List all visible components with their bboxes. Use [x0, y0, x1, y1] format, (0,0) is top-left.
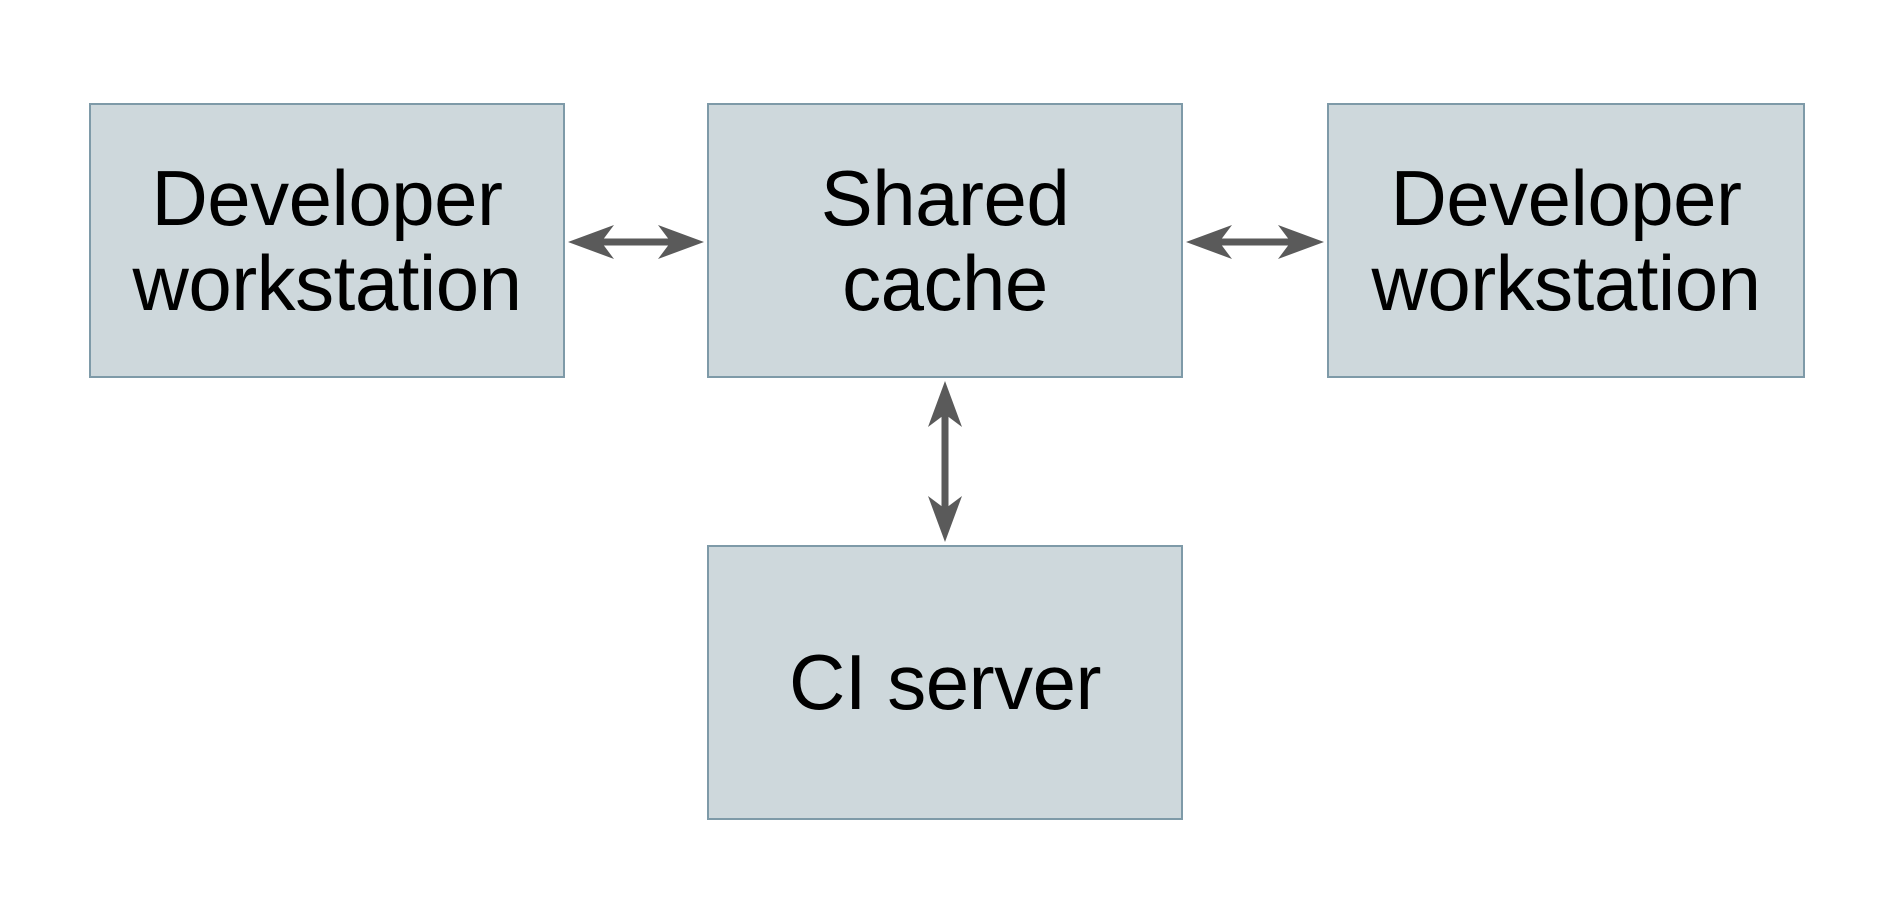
node-label: Shared cache — [820, 154, 1070, 327]
double-arrow-horizontal-icon — [568, 225, 704, 259]
node-shared-cache[interactable]: Shared cache — [707, 103, 1183, 378]
node-label: Developer workstation — [1371, 154, 1762, 327]
double-arrow-vertical-icon — [928, 381, 962, 542]
node-developer-workstation-right[interactable]: Developer workstation — [1327, 103, 1805, 378]
double-arrow-horizontal-icon — [1186, 225, 1324, 259]
node-developer-workstation-left[interactable]: Developer workstation — [89, 103, 565, 378]
connector-ci-server-to-shared-cache — [928, 381, 962, 542]
node-label: CI server — [789, 638, 1101, 727]
node-label: Developer workstation — [132, 154, 523, 327]
node-ci-server[interactable]: CI server — [707, 545, 1183, 820]
connector-left-workstation-to-shared-cache — [568, 225, 704, 259]
connector-shared-cache-to-right-workstation — [1186, 225, 1324, 259]
